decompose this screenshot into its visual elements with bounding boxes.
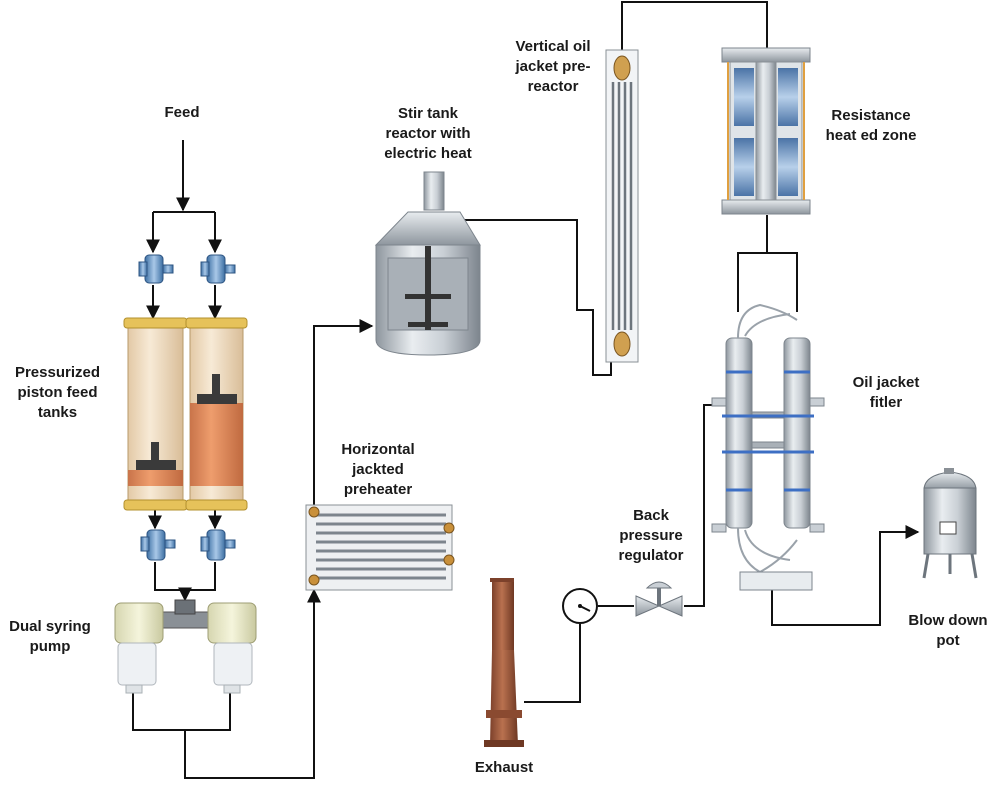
- pump-to-preheater-line: [184, 588, 321, 779]
- horizontal-preheater: [305, 504, 455, 591]
- dual-syringe-pump: [114, 599, 257, 694]
- label-preheater: Horizontal jackted preheater: [341, 441, 415, 498]
- piping: [132, 1, 920, 779]
- label-piston-tanks: Pressurized piston feed tanks: [14, 364, 101, 421]
- label-syringe-pump: Dual syring pump: [9, 618, 91, 655]
- filter-to-blowdown-line: [771, 525, 920, 626]
- resistance-heated-zone: [721, 47, 811, 215]
- oil-jacket-filter: [711, 303, 825, 591]
- resistance-to-filter-line: [737, 215, 798, 312]
- pressure-gauge-icon: [562, 588, 598, 624]
- exhaust-stack: [484, 578, 524, 747]
- label-resistance-zone: Resistance heat ed zone: [825, 107, 917, 144]
- label-blow-down: Blow down pot: [908, 612, 988, 649]
- vertical-pre-reactor: [605, 49, 639, 363]
- valves-to-pump-line: [154, 562, 216, 591]
- label-back-pressure: Back pressure regulator: [618, 507, 684, 564]
- stirtank-to-prereactor-line: [452, 219, 612, 376]
- label-exhaust: Exhaust: [474, 759, 534, 776]
- label-stir-tank: Stir tank reactor with electric heat: [384, 105, 472, 162]
- gauge-to-exhaust-line: [524, 624, 581, 703]
- feed-valve-bottom-left: [140, 529, 176, 561]
- feed-valve-top-left: [138, 254, 174, 284]
- label-feed: Feed: [164, 104, 200, 121]
- stir-tank-reactor: [374, 171, 481, 356]
- prereactor-to-resistance-line: [621, 1, 768, 52]
- filter-to-bpr-line: [684, 404, 712, 607]
- feed-valve-top-right: [200, 254, 236, 284]
- piston-tank-left: [123, 317, 188, 511]
- back-pressure-regulator: [635, 581, 683, 617]
- pump-outlet-line: [132, 690, 231, 731]
- blow-down-pot: [922, 468, 978, 579]
- label-pre-reactor: Vertical oil jacket pre- reactor: [515, 38, 591, 95]
- feed-valve-bottom-right: [200, 529, 236, 561]
- preheater-to-stirtank-line: [313, 319, 374, 505]
- label-oil-filter: Oil jacket fitler: [852, 374, 920, 411]
- piston-tank-right: [185, 317, 248, 511]
